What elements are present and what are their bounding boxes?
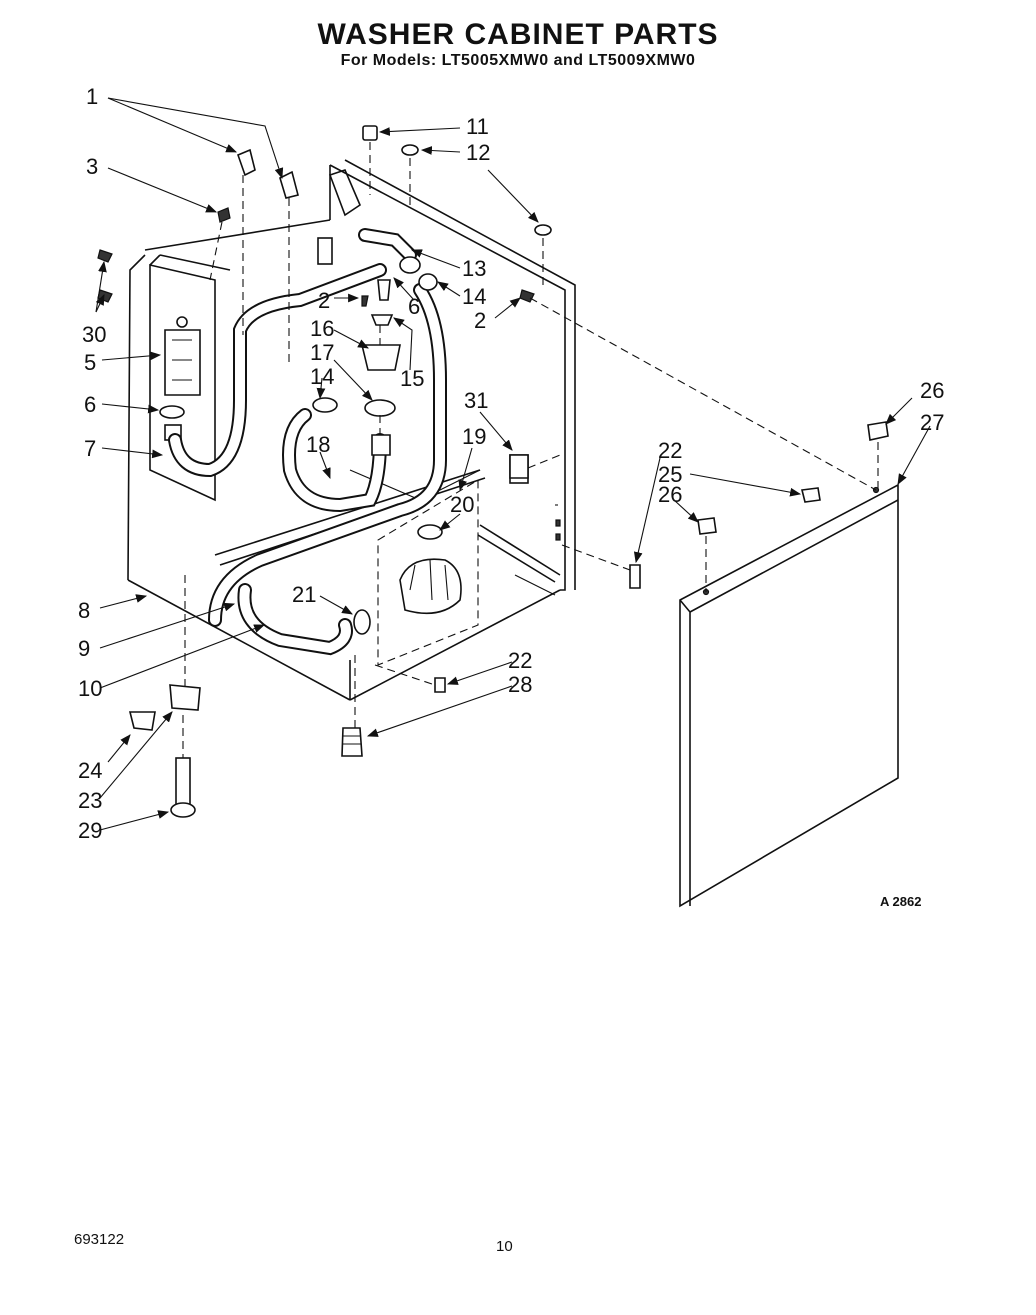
front-panel: [679, 483, 899, 908]
callout-28: 28: [508, 672, 532, 697]
callout-14a: 14: [462, 284, 486, 309]
callout-14b: 14: [310, 364, 334, 389]
valve-bracket: [149, 254, 231, 502]
callout-labels: 1 3 30 5 6 7 8 9 10 24 23 29 11 12 13 14…: [78, 84, 944, 909]
callout-30: 30: [82, 322, 106, 347]
callout-26b: 26: [658, 482, 682, 507]
callout-12: 12: [466, 140, 490, 165]
callout-13: 13: [462, 256, 486, 281]
callout-17: 17: [310, 340, 334, 365]
cabinet: [127, 159, 576, 701]
callout-6b: 6: [408, 294, 420, 319]
page-subtitle: For Models: LT5005XMW0 and LT5009XMW0: [340, 52, 696, 69]
callout-2b: 2: [318, 288, 330, 313]
figure-reference-code: A 2862: [880, 894, 921, 909]
document-number: 693122: [74, 1231, 125, 1248]
small-parts: [97, 125, 889, 818]
callout-10: 10: [78, 676, 102, 701]
callout-22a: 22: [508, 648, 532, 673]
page-title: WASHER CABINET PARTS: [317, 18, 719, 51]
callout-7: 7: [84, 436, 96, 461]
callout-5: 5: [84, 350, 96, 375]
hoses: [168, 228, 447, 656]
callout-31: 31: [464, 388, 488, 413]
page-number: 10: [496, 1238, 513, 1255]
callout-15: 15: [400, 366, 424, 391]
callout-9: 9: [78, 636, 90, 661]
callout-29: 29: [78, 818, 102, 843]
callout-19: 19: [462, 424, 486, 449]
callout-25: 25: [658, 462, 682, 487]
callout-6: 6: [84, 392, 96, 417]
callout-3: 3: [86, 154, 98, 179]
leader-lines: [95, 97, 931, 831]
callout-20: 20: [450, 492, 474, 517]
callout-24: 24: [78, 758, 102, 783]
callout-21: 21: [292, 582, 316, 607]
callout-1: 1: [86, 84, 98, 109]
callout-18: 18: [306, 432, 330, 457]
callout-22b: 22: [658, 438, 682, 463]
assembly-lines: [182, 142, 879, 758]
callout-26a: 26: [920, 378, 944, 403]
callout-11: 11: [466, 114, 489, 139]
callout-2a: 2: [474, 308, 486, 333]
callout-16: 16: [310, 316, 334, 341]
callout-8: 8: [78, 598, 90, 623]
callout-27: 27: [920, 410, 944, 435]
callout-23: 23: [78, 788, 102, 813]
